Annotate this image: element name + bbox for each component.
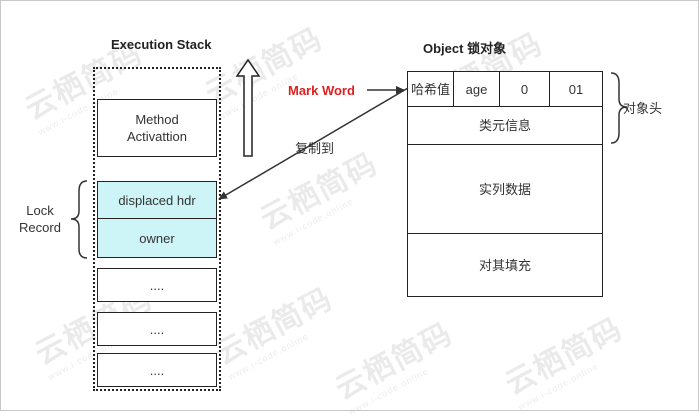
padding-box: 对其填充 [407, 233, 603, 297]
method-activation-line1: Method [135, 112, 179, 127]
object-header-label: 对象头 [623, 101, 663, 116]
owner-box: owner [97, 218, 217, 258]
stack-slot-box: .... [97, 312, 217, 346]
lock-record-label: Lock Record [15, 202, 65, 236]
stack-growth-arrow [235, 58, 261, 157]
stack-slot-box: .... [97, 268, 217, 302]
instance-data-box: 实列数据 [407, 144, 603, 234]
age-cell: age [453, 71, 500, 107]
klass-info-box: 类元信息 [407, 106, 603, 145]
displaced-hdr-box: displaced hdr [97, 181, 217, 219]
execution-stack-frame [93, 67, 221, 391]
object-header-brace [610, 72, 628, 144]
object-title: Object 锁对象 [423, 41, 507, 56]
lock-record-line1: Lock [26, 203, 54, 218]
method-activation-line2: Activattion [127, 129, 187, 144]
lock-record-brace [70, 180, 88, 259]
biased-bit-cell: 0 [499, 71, 550, 107]
execution-stack-title: Execution Stack [111, 37, 212, 52]
copy-arrow [218, 87, 409, 200]
mark-word-label: Mark Word [288, 83, 355, 98]
method-activation-box: Method Activattion [97, 99, 217, 157]
stack-slot-box: .... [97, 353, 217, 387]
lock-flag-cell: 01 [549, 71, 603, 107]
lock-record-line2: Record [19, 220, 61, 235]
copy-to-label: 复制到 [295, 141, 335, 156]
